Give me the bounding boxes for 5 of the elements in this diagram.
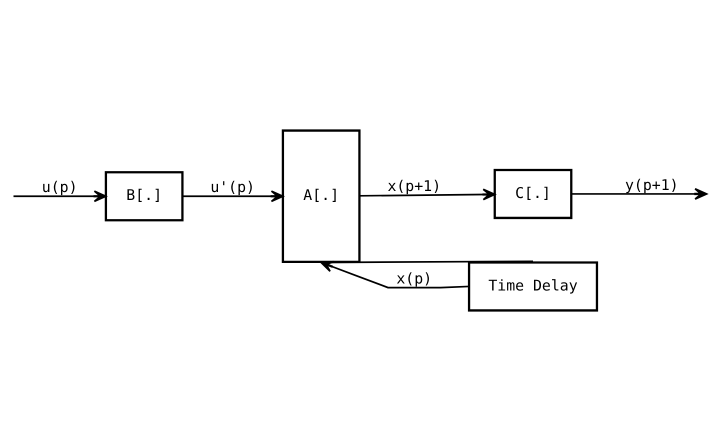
edge-label: y(p+1) (624, 176, 679, 194)
edge-label: u(p) (42, 179, 78, 196)
edge-label: x(p+1) (387, 178, 442, 195)
edge-label: u'(p) (210, 179, 255, 196)
edge-label: x(p) (396, 270, 432, 288)
